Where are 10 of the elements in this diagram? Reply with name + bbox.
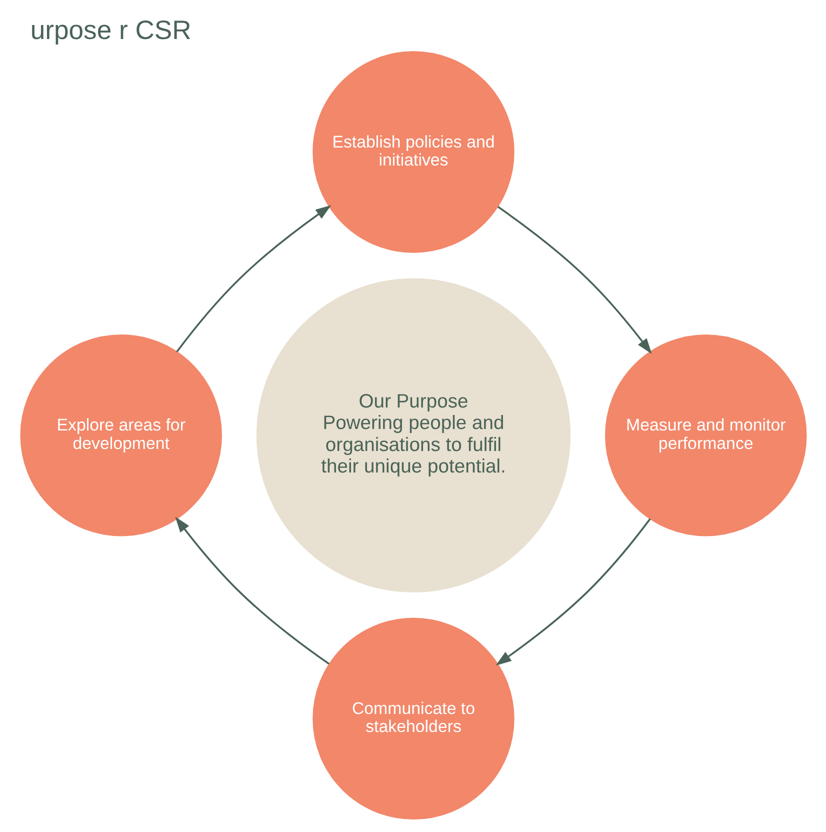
arrow [176,205,331,352]
node-circle: Explore areas for development [20,334,222,536]
node-circle: Communicate to stakeholders [312,618,514,820]
diagram-title: urpose r CSR [30,15,191,46]
node-circle: Establish policies and initiatives [312,51,514,253]
node-circle: Measure and monitor performance [604,334,806,536]
arrow [174,516,330,665]
arrow [495,518,650,666]
arrow [496,206,652,354]
node-circle: Our Purpose Powering people and organisations to fulfil their unique potential. [256,278,570,592]
